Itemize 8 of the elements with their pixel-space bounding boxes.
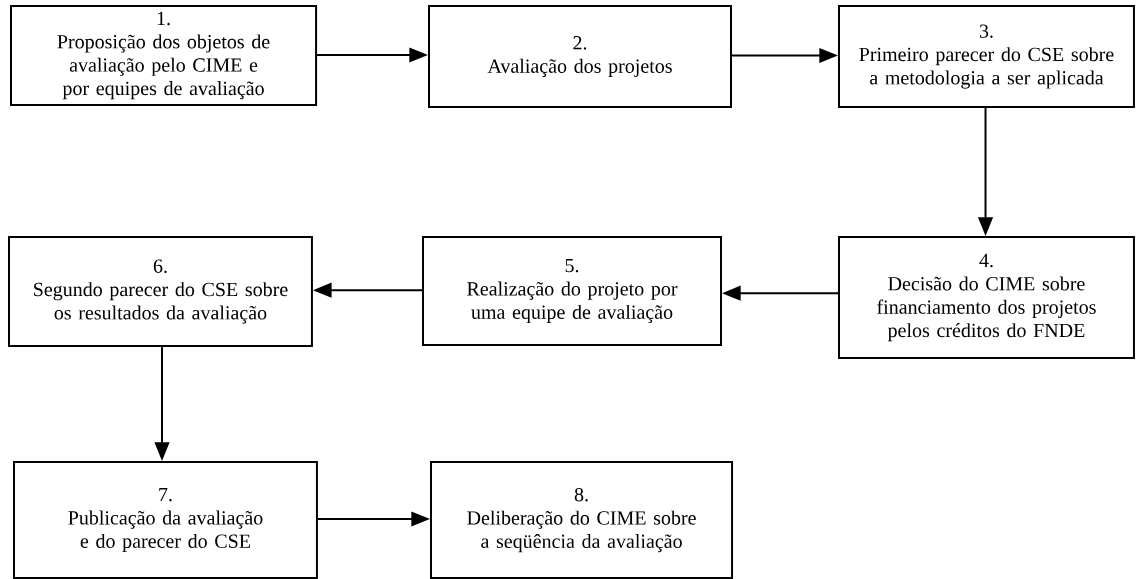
process-box: 3. Primeiro parecer do CSE sobre a metodologia a ser aplicada [838,5,1135,109]
process-box: 5. Realização do projeto por uma equipe de avaliação [422,236,722,346]
process-box: 4. Decisão do CIME sobre financiamento dos projetos pelos créditos do FNDE [838,236,1135,360]
process-box: 1. Proposição dos objetos de avaliação pelo CIME e por equipes de avaliação [10,5,318,106]
process-box: 7. Publicação da avaliação e do parecer do CSE [13,461,318,579]
process-box: 6. Segundo parecer do CSE sobre os resultados da avaliação [8,236,313,348]
process-box: 8. Deliberação do CIME sobre a seqüência da avaliação [430,461,734,579]
process-box: 2. Avaliação dos projetos [428,5,732,109]
